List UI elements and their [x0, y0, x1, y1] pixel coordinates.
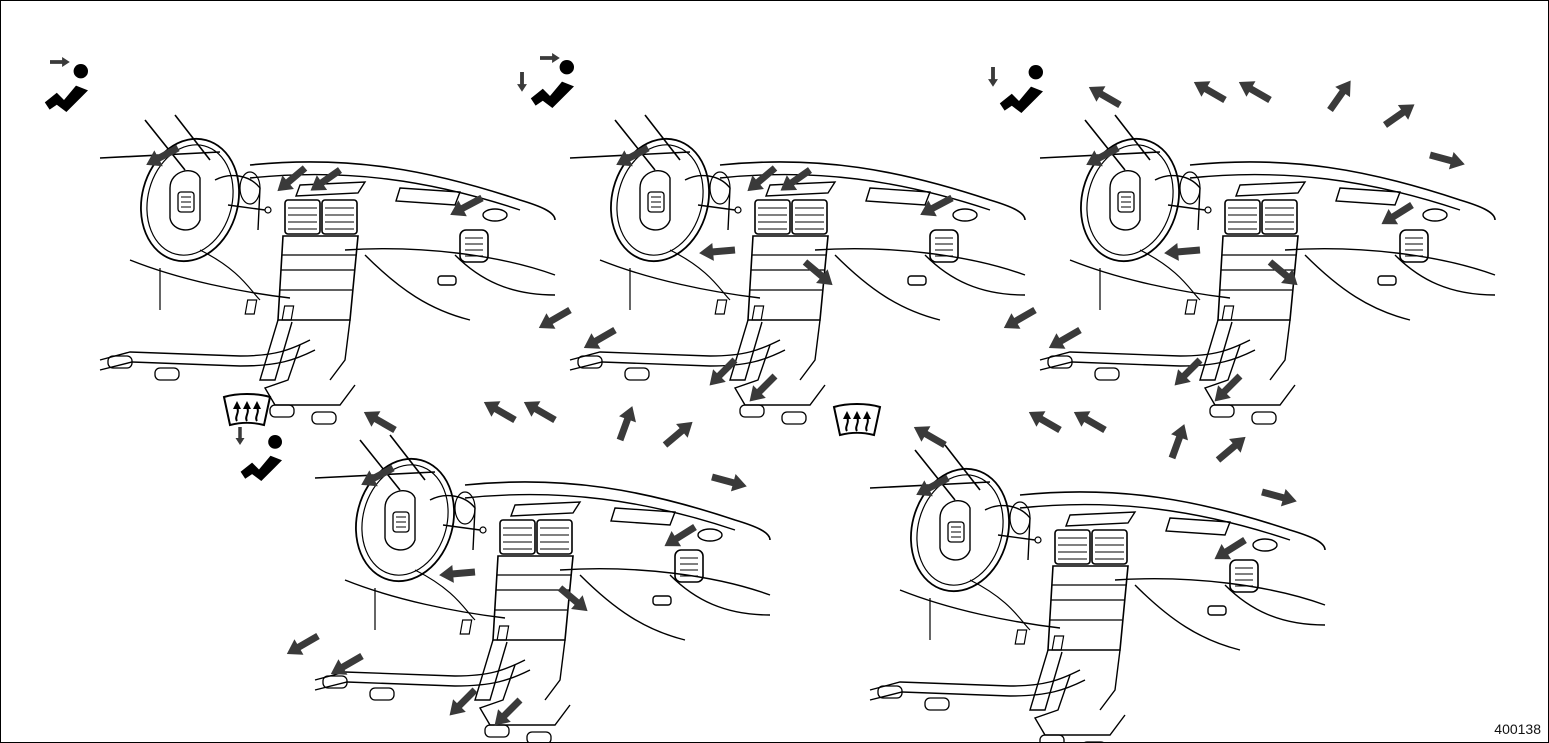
- panel-bi-level: [570, 115, 1025, 424]
- vent-mode-icon: [45, 57, 88, 112]
- panel-defrost: [870, 445, 1325, 743]
- bi-level-mode-icon: [517, 53, 574, 108]
- defrost-foot-mode-icon: [224, 394, 282, 481]
- panel-defrost-heat: [315, 435, 770, 743]
- foot-mode-icon: [988, 65, 1043, 113]
- panel-defrost-heat-arrows: [282, 394, 749, 732]
- panel-defrost-arrows: [909, 404, 1299, 567]
- defrost-mode-icon: [834, 404, 880, 435]
- panel-vent: [100, 115, 555, 424]
- panel-heat: [1040, 115, 1495, 424]
- panel-heat-arrows: [999, 74, 1467, 408]
- figure-id-label: 400138: [1494, 721, 1541, 737]
